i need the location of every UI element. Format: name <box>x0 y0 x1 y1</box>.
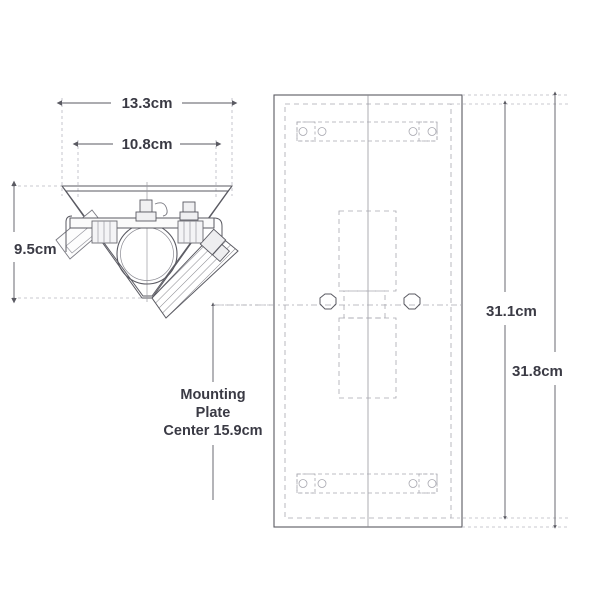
top-slot-hole-4 <box>427 127 437 136</box>
plate-extension-lines <box>451 94 570 528</box>
top-slot-hole-2 <box>317 127 327 136</box>
right-clamp-block <box>177 220 204 244</box>
dimension-label-13-3cm: 13.3cm <box>122 95 173 112</box>
bracket-front-view <box>55 182 239 319</box>
hidden-internal-boss <box>338 210 397 399</box>
dimension-label-31-8cm: 31.8cm <box>512 363 563 380</box>
bottom-slot-hole-4 <box>427 479 437 488</box>
center-bolt <box>135 199 168 222</box>
dimension-bracket-inner-width: 10.8cm <box>72 136 222 153</box>
bottom-fastener-slot <box>296 473 438 494</box>
right-bolt <box>179 201 199 221</box>
note-line-mounting: Mounting <box>180 387 245 403</box>
dimension-plate-hole-span: 31.1cm <box>486 100 537 520</box>
top-slot-hole-3 <box>408 127 418 136</box>
dimension-plate-overall-height: 31.8cm <box>512 91 563 529</box>
dimension-label-31-1cm: 31.1cm <box>486 303 537 320</box>
center-hole-left <box>319 293 337 310</box>
mounting-plate-view <box>213 94 463 528</box>
dimension-bracket-height: 9.5cm <box>11 180 57 304</box>
left-clamp-block <box>91 220 118 244</box>
bottom-slot-hole-1 <box>298 479 308 488</box>
center-hole-right <box>403 293 421 310</box>
bottom-slot-hole-2 <box>317 479 327 488</box>
note-line-center-value: Center 15.9cm <box>163 423 262 439</box>
top-slot-hole-1 <box>298 127 308 136</box>
octagonal-center-holes <box>319 293 421 310</box>
bottom-slot-hole-3 <box>408 479 418 488</box>
dimension-label-9-5cm: 9.5cm <box>14 241 57 258</box>
top-fastener-slot <box>296 121 438 142</box>
mounting-plate-center-note: Mounting Plate Center 15.9cm <box>163 302 275 500</box>
arm-fastener <box>199 228 231 263</box>
dimension-label-10-8cm: 10.8cm <box>122 136 173 153</box>
dimension-bracket-overall-width: 13.3cm <box>56 95 238 112</box>
note-line-plate: Plate <box>196 405 231 421</box>
